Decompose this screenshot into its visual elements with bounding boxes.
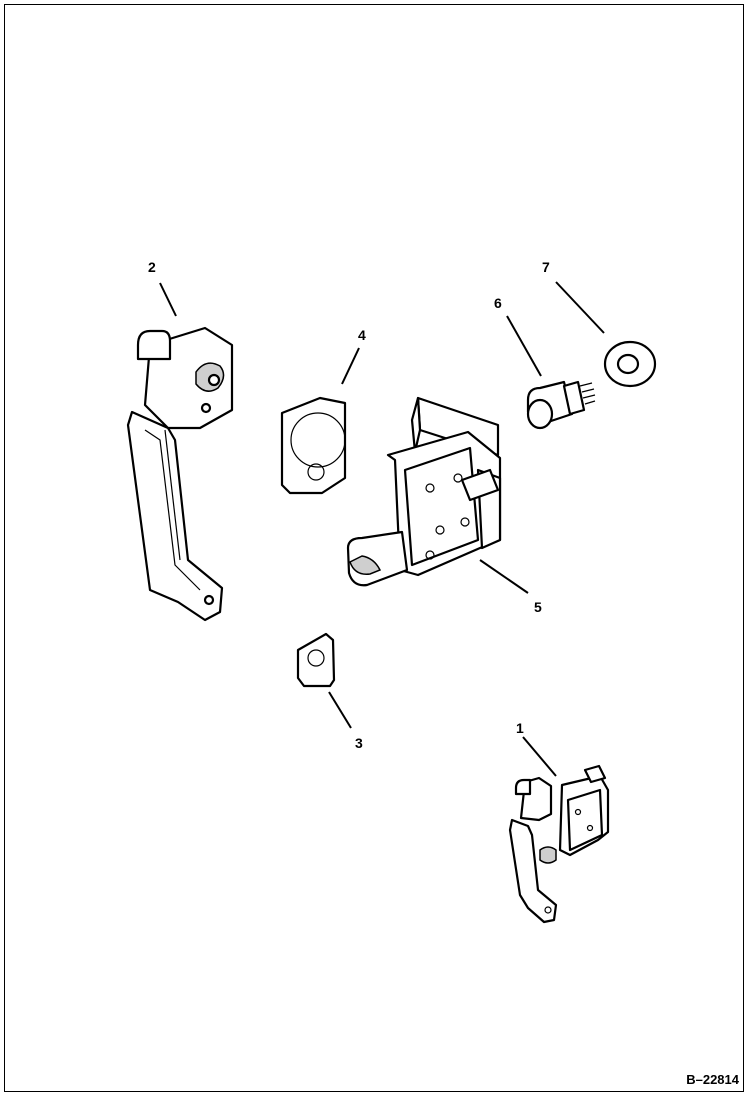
leader-line-5	[479, 559, 529, 594]
leader-line-1	[522, 736, 557, 777]
figure-reference: B–22814	[686, 1072, 739, 1087]
callout-2: 2	[148, 259, 156, 275]
part-7-washer	[603, 340, 657, 388]
callout-7: 7	[542, 259, 550, 275]
callout-5: 5	[534, 599, 542, 615]
drawing-frame	[4, 4, 744, 1092]
leader-line-6	[506, 315, 542, 377]
part-5-latch	[346, 396, 502, 587]
part-6-striker	[526, 380, 596, 430]
leader-line-3	[328, 691, 352, 729]
callout-6: 6	[494, 295, 502, 311]
leader-line-2	[159, 282, 177, 317]
callout-1: 1	[516, 720, 524, 736]
callout-4: 4	[358, 327, 366, 343]
leader-line-4	[341, 347, 360, 385]
part-4-gasket	[280, 396, 347, 495]
part-3-plate	[296, 632, 336, 688]
part-1-assembly	[508, 764, 610, 924]
callout-3: 3	[355, 735, 363, 751]
part-2-handle	[126, 326, 234, 622]
leader-line-7	[555, 281, 605, 334]
